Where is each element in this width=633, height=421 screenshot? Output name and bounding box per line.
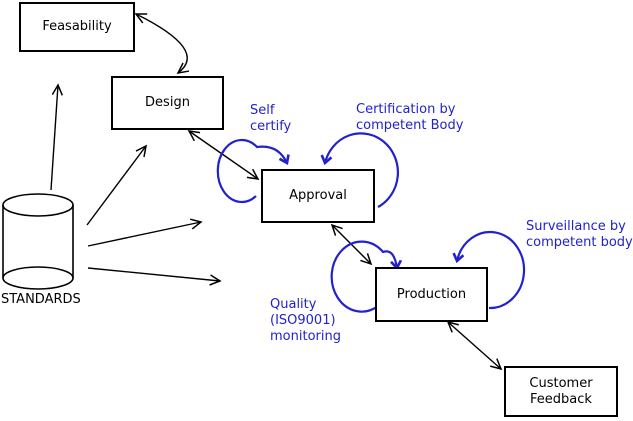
annotation-certification: Certification by competent Body	[356, 102, 464, 133]
arrow-standards-production	[87, 267, 222, 286]
node-production: Production	[375, 267, 488, 322]
node-customer-feedback: Customer Feedback	[504, 366, 618, 417]
annotation-self-certify: Self certify	[250, 103, 292, 134]
arrow-feasability-design	[134, 13, 190, 75]
arrow-standards-design	[86, 144, 148, 226]
annotation-quality-monitoring: Quality (ISO9001) monitoring	[270, 297, 341, 344]
arrow-standards-approval	[87, 218, 203, 247]
loop-self-certify	[216, 138, 287, 204]
arrow-standards-feasability	[50, 83, 64, 191]
node-design: Design	[111, 76, 224, 130]
loop-surveillance	[457, 230, 526, 310]
loop-certification	[325, 132, 399, 208]
annotation-surveillance: Surveillance by competent body	[526, 219, 633, 250]
arrow-production-customer-feedback	[446, 320, 503, 371]
standards-cylinder	[2, 193, 74, 290]
loop-quality-monitoring	[330, 240, 397, 313]
node-feasability: Feasability	[19, 2, 135, 52]
arrow-design-approval	[187, 130, 260, 180]
node-approval: Approval	[261, 169, 375, 223]
standards-label: STANDARDS	[1, 292, 81, 307]
